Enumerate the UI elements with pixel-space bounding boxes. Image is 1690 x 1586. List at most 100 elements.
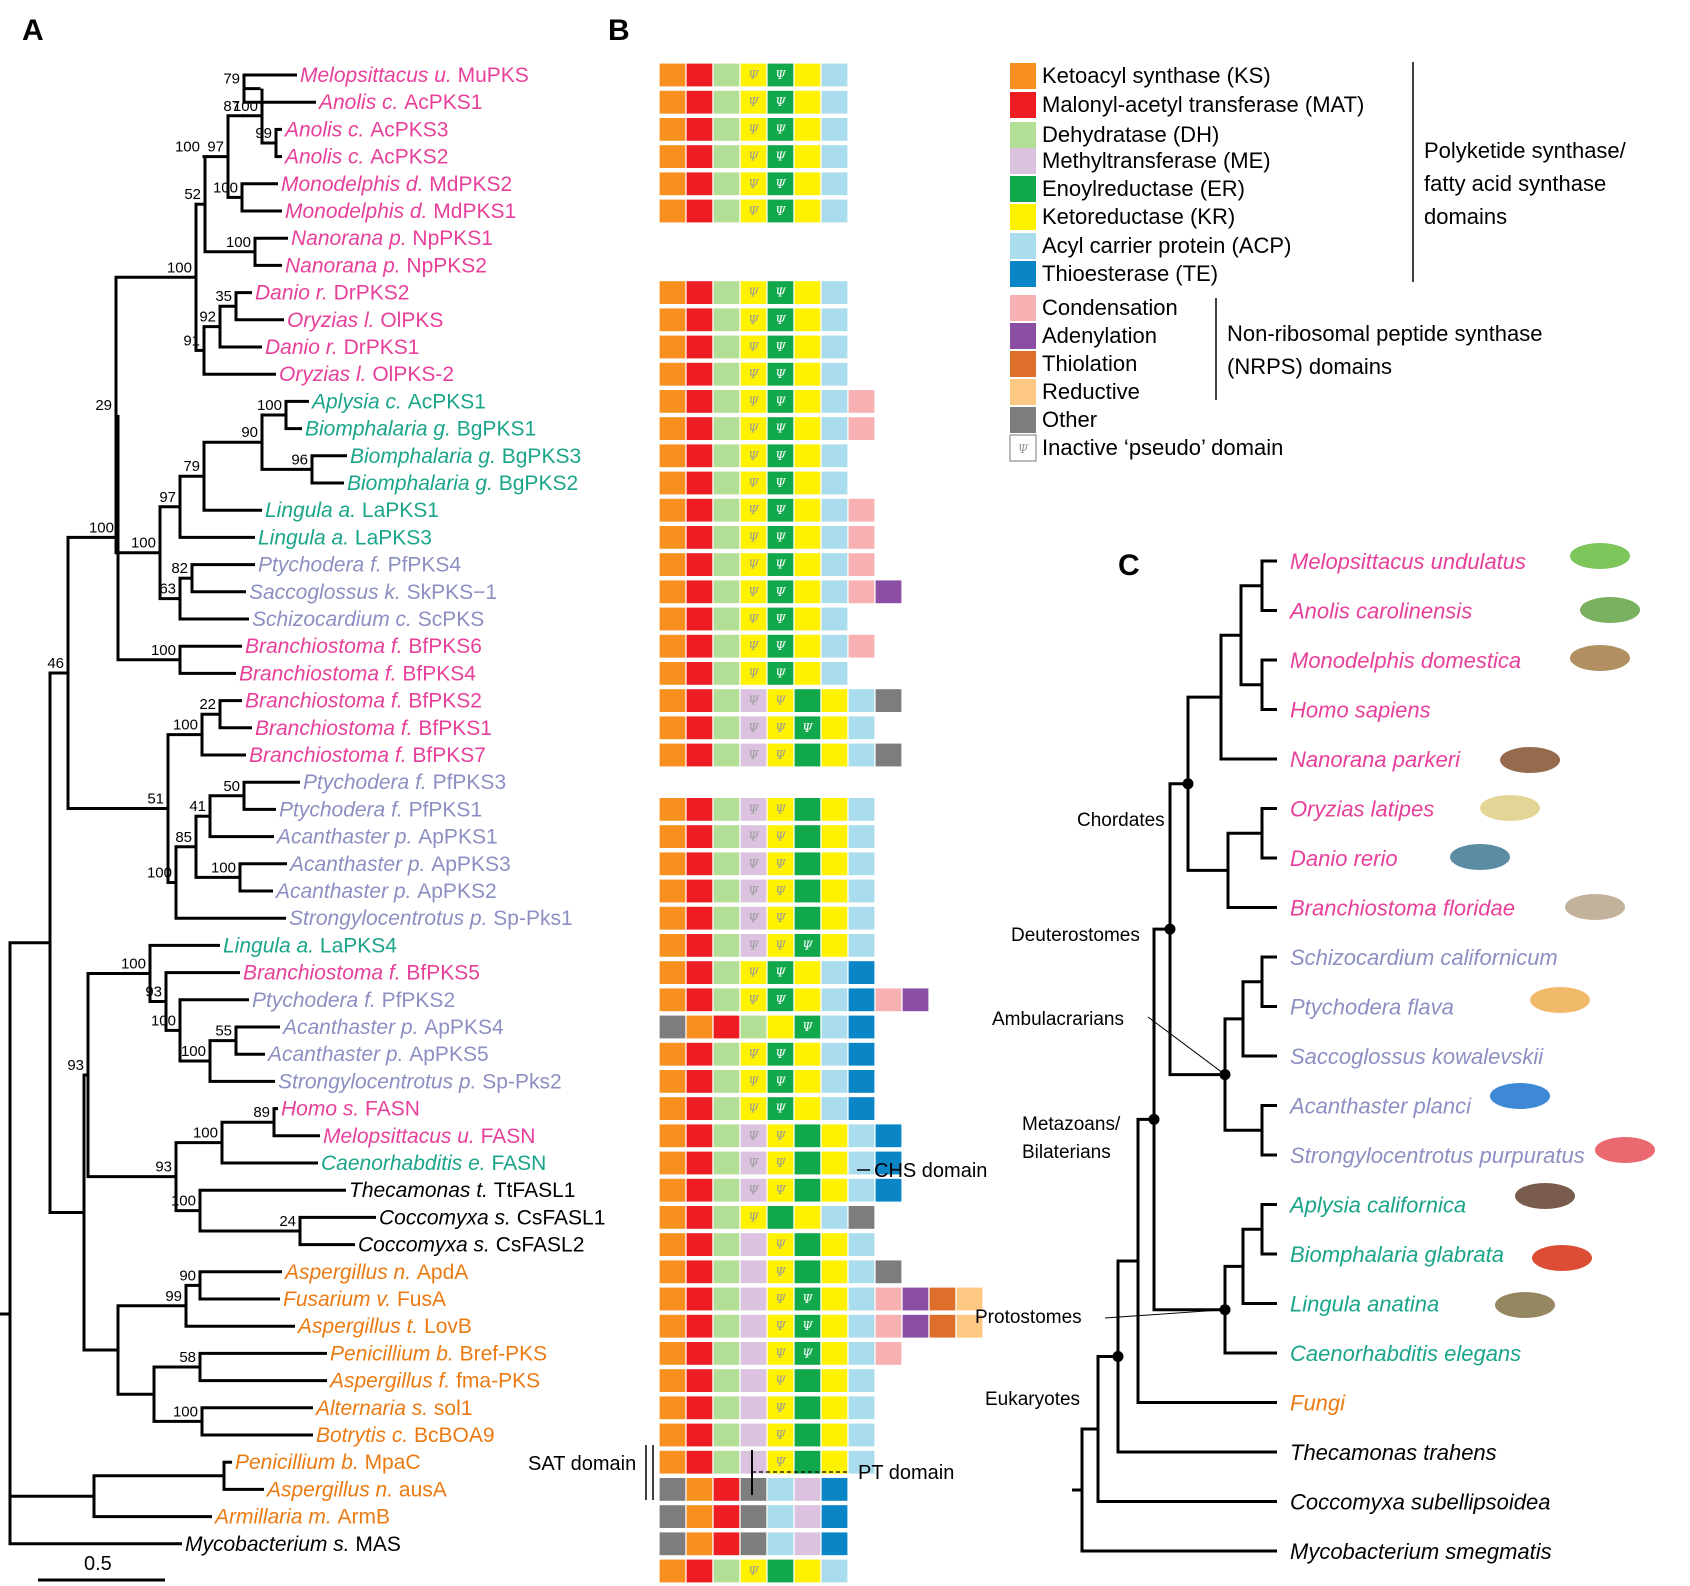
domain-cell bbox=[712, 280, 741, 306]
domain-cell bbox=[712, 470, 741, 496]
bootstrap-support: 35 bbox=[215, 288, 232, 305]
domain-cell bbox=[739, 198, 768, 224]
pseudo-domain-mark: Ψ bbox=[775, 857, 786, 871]
species-label: Aplysia californica bbox=[1288, 1193, 1466, 1218]
domain-cell bbox=[712, 388, 741, 414]
tree-a-tip-label: Coccomyxa s. CsFASL1 bbox=[379, 1206, 605, 1229]
domain-cell bbox=[766, 198, 795, 224]
domain-cell bbox=[685, 1340, 714, 1367]
tree-a-tip-label: Botrytis c. BcBOA9 bbox=[316, 1424, 495, 1447]
domain-cell bbox=[712, 823, 741, 850]
domain-cell bbox=[685, 1150, 714, 1176]
domain-cell bbox=[847, 796, 876, 823]
domain-cell bbox=[793, 742, 822, 768]
domain-cell bbox=[685, 715, 714, 741]
clade-node-dot bbox=[1164, 923, 1176, 935]
pseudo-domain-mark: Ψ bbox=[802, 1292, 813, 1306]
domain-cell bbox=[766, 1395, 795, 1421]
bootstrap-support: 100 bbox=[257, 397, 282, 414]
domain-cell bbox=[793, 551, 822, 578]
domain-cell bbox=[793, 144, 822, 170]
legend-label: Enoylreductase (ER) bbox=[1042, 176, 1245, 201]
domain-cell bbox=[766, 579, 795, 605]
sat-domain-label: SAT domain bbox=[528, 1453, 636, 1475]
bootstrap-support: 100 bbox=[173, 717, 198, 734]
domain-cell bbox=[820, 1231, 849, 1258]
pseudo-domain-mark: Ψ bbox=[748, 1047, 759, 1061]
domain-cell bbox=[658, 307, 687, 333]
bootstrap-support: 90 bbox=[179, 1267, 196, 1284]
domain-cell bbox=[685, 1422, 714, 1448]
bootstrap-support: 89 bbox=[253, 1104, 270, 1121]
domain-cell bbox=[712, 334, 741, 360]
pseudo-domain-mark: Ψ bbox=[775, 1401, 786, 1415]
domain-cell bbox=[766, 62, 795, 88]
tree-a-tip-label: Saccoglossus k. SkPKS−1 bbox=[249, 581, 497, 604]
domain-cell bbox=[712, 742, 741, 768]
domain-cell bbox=[847, 1422, 876, 1448]
domain-cell bbox=[793, 987, 822, 1013]
pseudo-domain-mark: Ψ bbox=[775, 313, 786, 327]
tree-a-tip-label: Branchiostoma f. BfPKS5 bbox=[243, 962, 480, 985]
domain-cell bbox=[658, 1286, 687, 1312]
species-label: Melopsittacus undulatus bbox=[1290, 549, 1526, 574]
domain-cell bbox=[658, 1449, 687, 1475]
pseudo-domain-mark: Ψ bbox=[775, 1374, 786, 1388]
domain-cell bbox=[820, 1558, 849, 1584]
pseudo-domain-mark: Ψ bbox=[775, 1047, 786, 1061]
domain-legend: Ketoacyl synthase (KS)Malonyl-acetyl tra… bbox=[1009, 62, 1627, 462]
domain-cell bbox=[658, 89, 687, 115]
domain-cell bbox=[847, 388, 876, 414]
pseudo-domain-mark: Ψ bbox=[748, 1183, 759, 1197]
tree-a-tip-label: Acanthaster p. ApPKS2 bbox=[274, 880, 497, 903]
bootstrap-support: 50 bbox=[223, 778, 240, 795]
domain-cell bbox=[685, 987, 714, 1013]
tree-a-tip-label: Anolis c. AcPKS1 bbox=[317, 91, 482, 114]
domain-cell bbox=[685, 633, 714, 659]
domain-cell bbox=[739, 796, 768, 823]
legend-swatch bbox=[1010, 407, 1036, 433]
tree-a-tip-label: Mycobacterium s. MAS bbox=[185, 1533, 401, 1556]
domain-cell bbox=[712, 851, 741, 877]
domain-cell bbox=[928, 1313, 957, 1339]
domain-cell bbox=[685, 823, 714, 850]
pseudo-domain-mark: Ψ bbox=[748, 884, 759, 898]
domain-cell bbox=[793, 878, 822, 904]
domain-cell bbox=[658, 1095, 687, 1122]
pseudo-domain-mark: Ψ bbox=[748, 585, 759, 599]
ambulacrarians-leader bbox=[1147, 1016, 1226, 1075]
domain-cell bbox=[820, 1259, 849, 1285]
domain-cell bbox=[712, 1313, 741, 1339]
domain-cell bbox=[847, 1204, 876, 1231]
pseudo-domain-mark: Ψ bbox=[748, 449, 759, 463]
domain-cell bbox=[712, 443, 741, 469]
domain-cell bbox=[847, 1068, 876, 1095]
domain-cell bbox=[712, 62, 741, 88]
clade-label: Bilaterians bbox=[1022, 1142, 1111, 1163]
domain-cell bbox=[820, 1449, 849, 1475]
domain-cell bbox=[820, 1476, 849, 1503]
domain-cell bbox=[793, 334, 822, 360]
panel-label-c: C bbox=[1118, 549, 1140, 582]
domain-cell bbox=[685, 1367, 714, 1394]
domain-cell bbox=[847, 1259, 876, 1285]
frog-illustration bbox=[1500, 747, 1560, 773]
pseudo-domain-mark: Ψ bbox=[775, 122, 786, 136]
domain-cell bbox=[658, 1558, 687, 1584]
clade-label: Chordates bbox=[1077, 810, 1165, 831]
domain-cell bbox=[847, 1123, 876, 1149]
domain-cell bbox=[685, 524, 714, 551]
pseudo-domain-mark: Ψ bbox=[748, 530, 759, 544]
bootstrap-support: 100 bbox=[151, 1012, 176, 1029]
domain-cell bbox=[685, 416, 714, 442]
species-label: Thecamonas trahens bbox=[1290, 1440, 1497, 1465]
pt-domain-label: PT domain bbox=[858, 1462, 954, 1484]
domain-cell bbox=[793, 416, 822, 442]
domain-cell bbox=[847, 416, 876, 442]
bootstrap-support: 97 bbox=[159, 489, 176, 506]
domain-cell bbox=[820, 416, 849, 442]
domain-cell bbox=[820, 524, 849, 551]
clade-label: Metazoans/ bbox=[1022, 1114, 1121, 1135]
tree-a-tip-label: Nanorana p. NpPKS2 bbox=[285, 254, 487, 277]
domain-cell bbox=[658, 1313, 687, 1339]
